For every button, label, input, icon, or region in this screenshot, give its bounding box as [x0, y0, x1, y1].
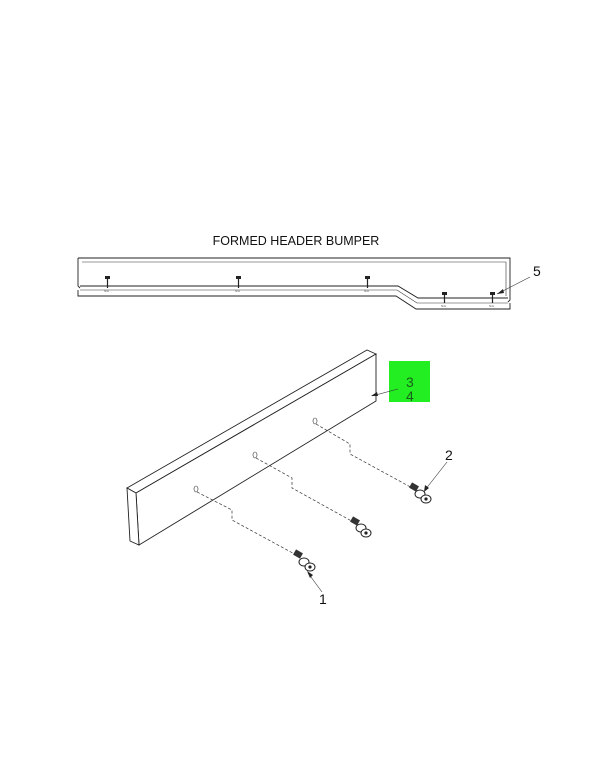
- profile-fastener-1: N/A: [104, 276, 110, 293]
- svg-text:N/A: N/A: [364, 289, 369, 293]
- svg-text:1: 1: [319, 591, 327, 607]
- bolt-assembly-2: [350, 516, 372, 538]
- profile-fastener-5: N/A: [489, 292, 495, 308]
- bumper-side-profile: [77, 257, 511, 310]
- svg-text:4: 4: [406, 388, 414, 404]
- svg-text:5: 5: [533, 263, 541, 279]
- svg-text:N/A: N/A: [235, 289, 240, 293]
- profile-fastener-2: N/A: [235, 276, 241, 293]
- profile-fastener-4: N/A: [441, 292, 447, 308]
- highlight-box[interactable]: [389, 361, 430, 402]
- svg-text:N/A: N/A: [104, 289, 109, 293]
- install-path-3: [315, 423, 417, 491]
- install-path-1: [196, 491, 301, 558]
- svg-text:2: 2: [445, 447, 453, 463]
- callout-5[interactable]: 5: [496, 263, 541, 295]
- callout-3-4-highlight[interactable]: 3 4: [371, 361, 430, 404]
- diagram-title: FORMED HEADER BUMPER: [213, 234, 380, 248]
- svg-text:N/A: N/A: [489, 304, 494, 308]
- bolt-assembly-3: [409, 482, 432, 504]
- callout-1[interactable]: 1: [307, 571, 327, 607]
- bumper-bar: [126, 349, 377, 546]
- bolt-assembly-1: [293, 549, 316, 572]
- install-path-2: [255, 457, 358, 525]
- mount-hole-1: [193, 485, 199, 493]
- callout-2[interactable]: 2: [424, 447, 453, 492]
- svg-text:3: 3: [406, 374, 414, 390]
- mount-hole-2: [252, 451, 258, 459]
- profile-fastener-3: N/A: [364, 276, 370, 293]
- mount-hole-3: [312, 417, 318, 425]
- svg-text:N/A: N/A: [441, 304, 446, 308]
